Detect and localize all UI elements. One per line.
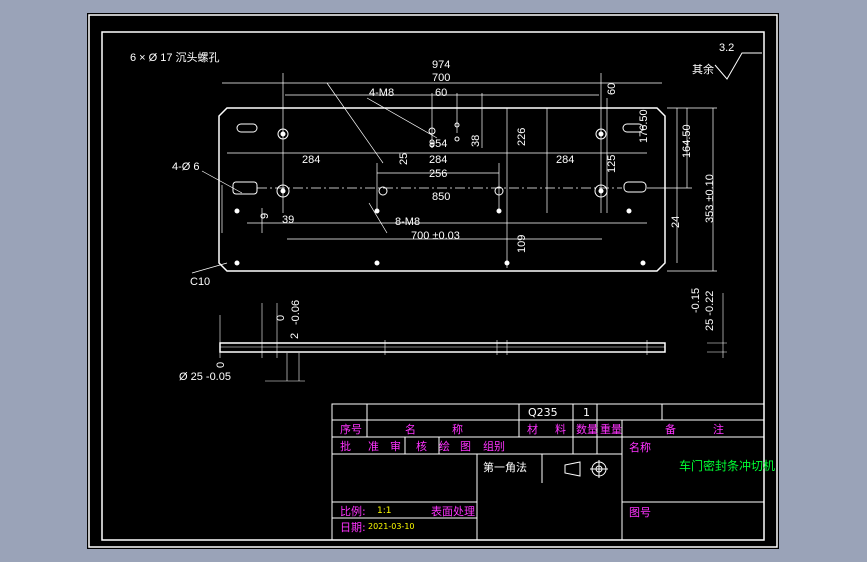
dim-25-tol: 25 -0.22 (704, 291, 716, 331)
header-weight: 重量 (600, 423, 622, 436)
dim-006: -0.06 (290, 300, 302, 325)
header-seq: 序号 (340, 423, 362, 436)
sign-approve-2: 准 (368, 440, 379, 453)
dim-4phi6: 4-Ø 6 (172, 161, 200, 173)
dim-850: 850 (432, 191, 450, 203)
dim-015: -0.15 (690, 288, 702, 313)
roughness-value: 3.2 (719, 42, 734, 54)
sign-draw-1: 绘 (439, 440, 450, 453)
quantity-value: 1 (583, 406, 590, 419)
plate-holes (234, 122, 646, 266)
part-name: 车门密封条冲切机 (679, 459, 776, 473)
dim-24: 24 (670, 216, 682, 228)
dim-353: 353 ±0.10 (704, 174, 716, 223)
dim-c10: C10 (190, 276, 210, 288)
dim-700: 700 (432, 72, 450, 84)
date-label: 日期: (340, 521, 366, 534)
dim-phi25: Ø 25 -0.05 (179, 371, 231, 383)
dim-109: 109 (516, 235, 528, 253)
dim-9: 9 (259, 213, 271, 219)
note-holes: 6 × Ø 17 沉头螺孔 (130, 51, 220, 64)
dim-39: 39 (282, 214, 294, 226)
sign-review-2: 核 (416, 440, 427, 453)
dim-2: 2 (289, 333, 301, 339)
dim-8m8: 8-M8 (395, 216, 420, 228)
header-material-1: 材 (527, 423, 538, 436)
roughness-symbol (714, 52, 762, 80)
dim-25: 25 (398, 153, 410, 165)
sign-group: 组别 (483, 440, 505, 453)
dim-226: 226 (516, 128, 528, 146)
scale-value: 1:1 (377, 506, 392, 516)
dim-0a: 0 (275, 315, 287, 321)
dim-60b: 60 (606, 83, 618, 95)
outer-frame (88, 14, 778, 548)
dim-176-50: 176.50 (638, 109, 650, 143)
dim-125: 125 (606, 155, 618, 173)
drawing-sheet: 6 × Ø 17 沉头螺孔 3.2 其余 974 700 4-M8 60 60 … (87, 13, 779, 549)
scale-label: 比例: (340, 505, 366, 518)
dim-284b: 284 (429, 154, 447, 166)
dim-256: 256 (429, 168, 447, 180)
header-name-2: 称 (452, 423, 463, 436)
surface-label: 表面处理 (431, 505, 475, 518)
drawing-no-label: 图号 (629, 506, 651, 519)
header-name-1: 名 (405, 423, 416, 436)
name-label: 名称 (629, 441, 651, 454)
dim-974: 974 (432, 59, 450, 71)
header-qty: 数量 (576, 423, 598, 436)
cad-drawing: 6 × Ø 17 沉头螺孔 3.2 其余 974 700 4-M8 60 60 … (88, 14, 778, 548)
material-value: Q235 (528, 406, 558, 419)
dim-164-50: 164.50 (681, 124, 693, 158)
dim-284a: 284 (302, 154, 320, 166)
dim-0b: 0 (215, 362, 227, 368)
projection-label: 第一角法 (483, 461, 527, 474)
header-remark-1: 备 (665, 423, 676, 436)
roughness-note: 其余 (692, 62, 714, 76)
header-material-2: 料 (555, 423, 566, 436)
dim-60a: 60 (435, 87, 447, 99)
plate-top-view (191, 73, 717, 274)
dim-4m8: 4-M8 (369, 87, 394, 99)
dim-38: 38 (470, 135, 482, 147)
plate-side-view (219, 293, 727, 382)
dim-284c: 284 (556, 154, 574, 166)
header-remark-2: 注 (713, 423, 724, 436)
projection-symbol (564, 460, 608, 478)
sign-approve-1: 批 (340, 440, 351, 453)
sign-draw-2: 图 (460, 440, 471, 453)
dim-954: 954 (429, 138, 447, 150)
title-block-grid (331, 403, 765, 541)
date-value: 2021-03-10 (368, 522, 415, 531)
dim-700-tol: 700 ±0.03 (411, 230, 460, 242)
sign-review-1: 审 (390, 440, 401, 453)
